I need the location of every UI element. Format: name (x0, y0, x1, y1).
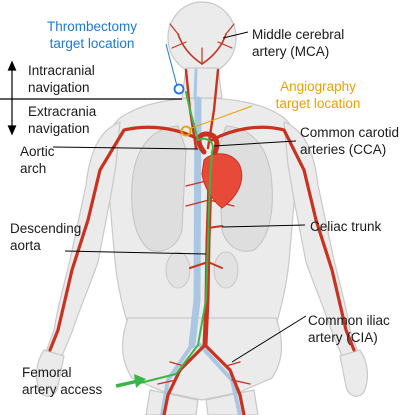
angiography-target-label: Angiography target location (258, 78, 378, 112)
femoral-access-label: Femoral artery access (22, 364, 102, 398)
thrombectomy-target-marker (175, 85, 184, 94)
navigation-arrow-icon (9, 62, 16, 134)
extracranial-navigation-label: Extracrania navigation (28, 103, 96, 137)
thrombectomy-target-label: Thrombectomy target location (32, 18, 152, 52)
aortic-arch-label: Aortic arch (20, 143, 55, 177)
intracranial-navigation-label: Intracranial navigation (28, 62, 95, 96)
descending-aorta-label: Descending aorta (10, 220, 81, 254)
cia-label: Common iliac artery (CIA) (308, 312, 390, 346)
cca-label: Common carotid arteries (CCA) (300, 124, 399, 158)
celiac-trunk-label: Celiac trunk (310, 218, 381, 235)
mca-label: Middle cerebral artery (MCA) (252, 26, 344, 60)
